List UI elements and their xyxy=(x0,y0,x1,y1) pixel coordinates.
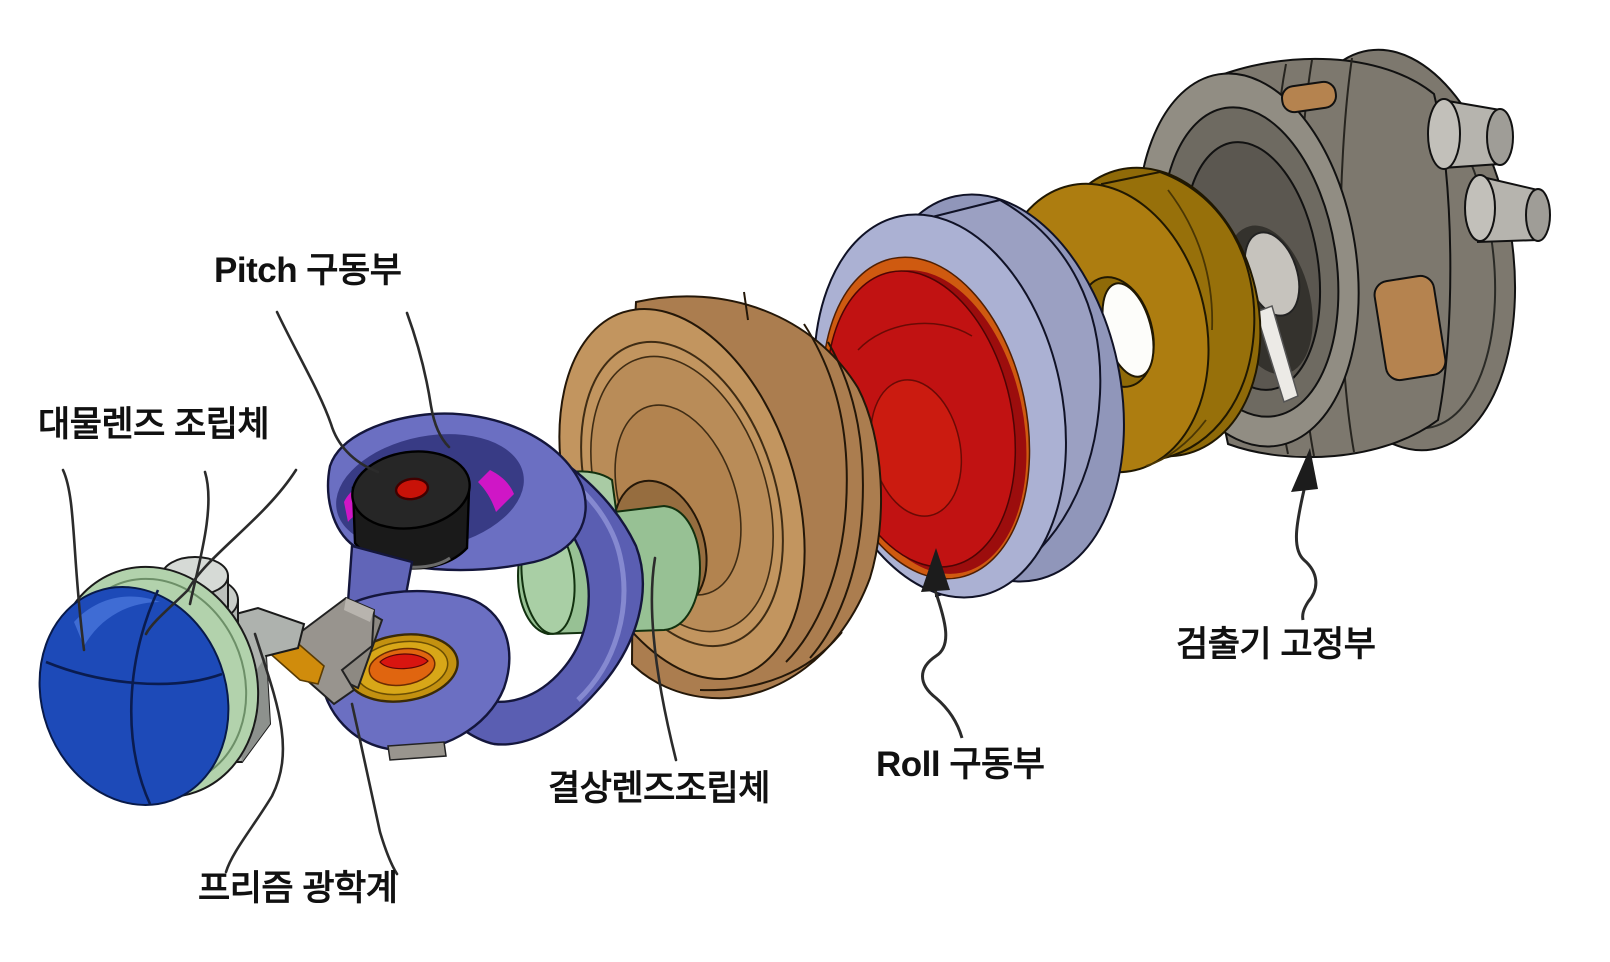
label-roll-drive: Roll 구동부 xyxy=(876,745,1045,784)
housing-top-slot xyxy=(1281,80,1337,114)
leader-objective-cylinder xyxy=(188,470,210,606)
roll-disc-seam xyxy=(857,322,973,351)
connector-2-cap xyxy=(1464,174,1496,242)
pitch-gimbal-part xyxy=(318,412,644,761)
leader-prism-right xyxy=(350,702,399,876)
roll-arrow xyxy=(921,548,964,739)
connector-1-cap xyxy=(1427,98,1461,170)
gimbal-magenta-right xyxy=(478,470,514,512)
detector-arrow-curve xyxy=(1294,489,1318,621)
leader-prism-left xyxy=(224,632,285,874)
leader-objective-bracket xyxy=(144,468,298,636)
pitch-motor-red-dot xyxy=(394,477,430,501)
leader-lines xyxy=(61,310,678,876)
roll-arrowhead xyxy=(921,548,950,592)
leader-objective-lens xyxy=(61,468,86,652)
roll-arrow-curve xyxy=(921,589,964,739)
housing-connector-2 xyxy=(1464,174,1551,244)
label-prism-optics: 프리즘 광학계 xyxy=(198,869,398,908)
mirror-strut xyxy=(1255,305,1299,404)
drum-body-seams xyxy=(699,291,864,692)
label-detector-mount: 검출기 고정부 xyxy=(1176,625,1376,664)
prism-bent-plate-edge xyxy=(344,598,374,622)
gimbal-bottom-tab xyxy=(387,741,447,761)
housing-side-window xyxy=(1373,274,1447,382)
lens-meridian-lines xyxy=(45,589,223,805)
leader-imaging-lens xyxy=(650,556,678,762)
label-objective-lens: 대물렌즈 조립체 xyxy=(38,405,270,444)
leader-pitch-left xyxy=(275,310,380,474)
objective-lens-part xyxy=(38,556,306,806)
detector-arrow xyxy=(1291,448,1318,621)
label-pitch-drive: Pitch 구동부 xyxy=(214,251,402,290)
housing-connector-1 xyxy=(1427,98,1514,170)
lens-highlight xyxy=(74,596,160,646)
spacer-seams xyxy=(1145,189,1214,467)
leader-pitch-right xyxy=(405,311,451,449)
detector-arrowhead xyxy=(1291,448,1318,492)
objective-lens-face xyxy=(38,586,230,806)
bearing-red-core xyxy=(379,653,429,670)
label-imaging-lens: 결상렌즈조립체 xyxy=(548,769,770,808)
